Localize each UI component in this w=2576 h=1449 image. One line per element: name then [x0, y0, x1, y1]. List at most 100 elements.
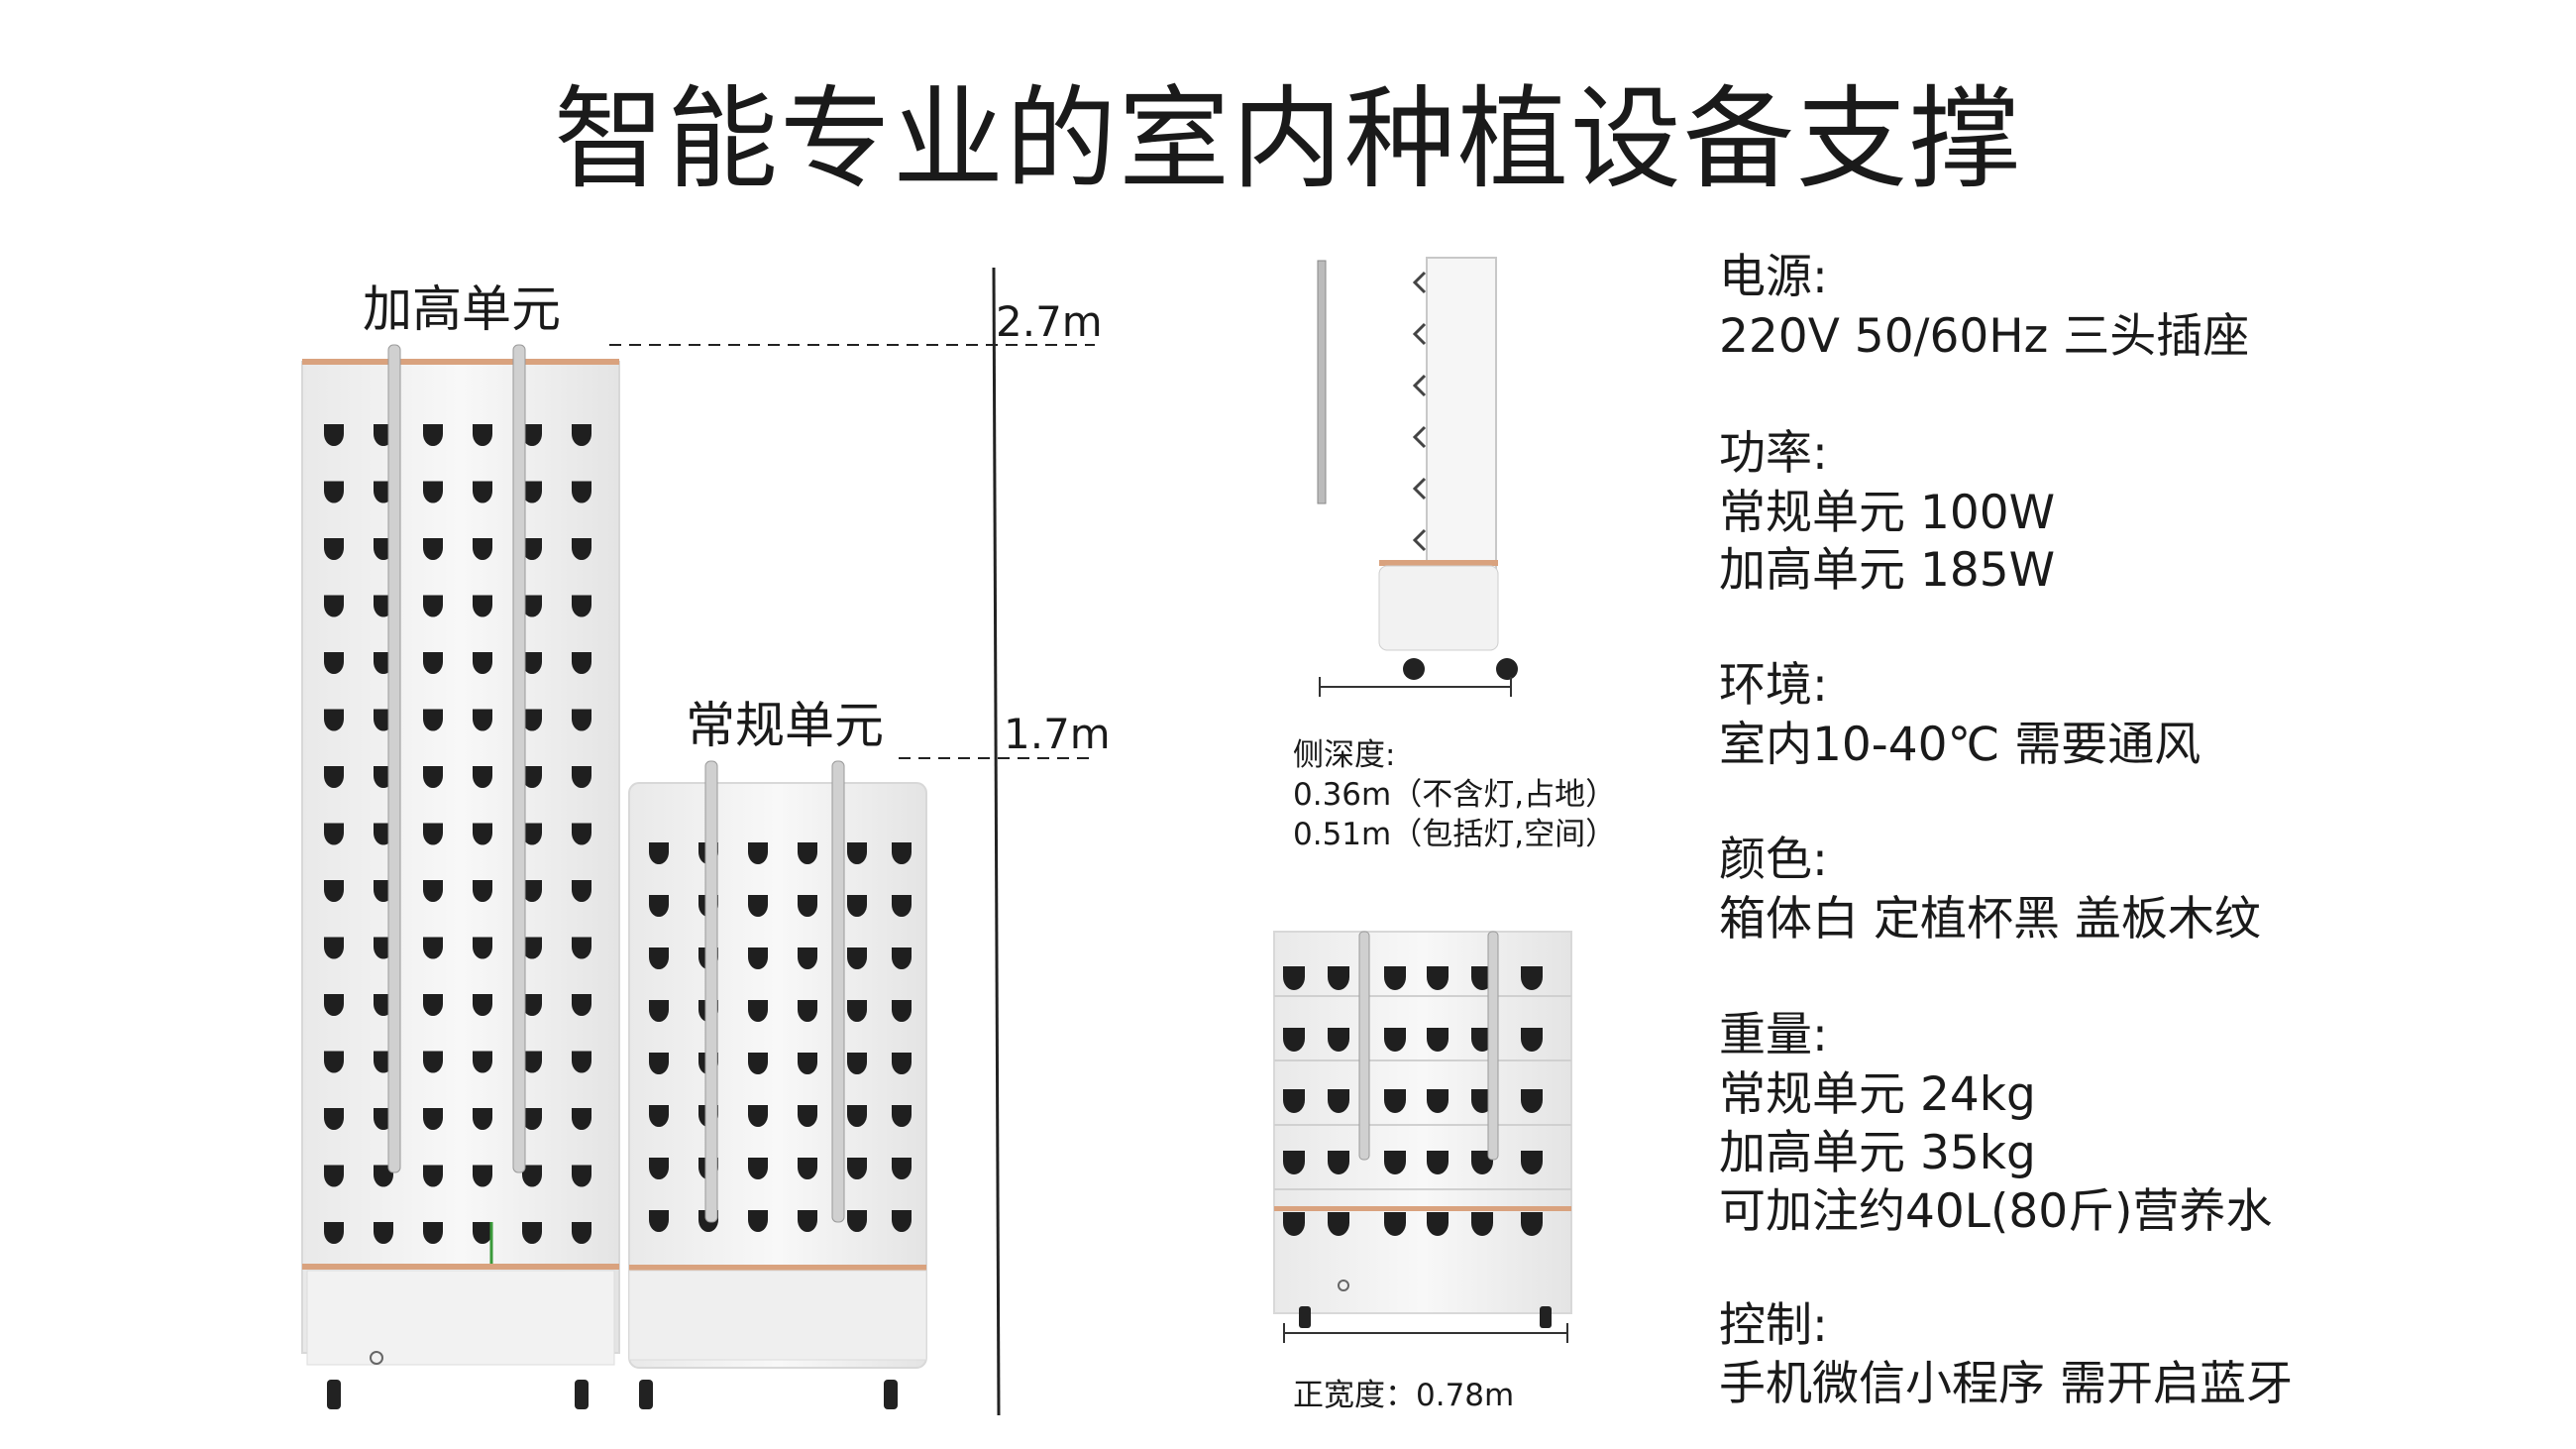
- grow-cup: [847, 842, 867, 864]
- grow-cup: [1328, 1028, 1349, 1052]
- grow-cup: [423, 1051, 443, 1073]
- grow-cup: [847, 895, 867, 917]
- grow-cup: [324, 424, 344, 446]
- grow-cup: [324, 880, 344, 903]
- grow-cup: [473, 994, 492, 1016]
- grow-cup: [1521, 1212, 1543, 1236]
- grow-cup: [572, 595, 591, 617]
- grow-cup: [649, 947, 669, 969]
- grow-cup: [324, 1051, 344, 1073]
- grow-cup: [649, 1105, 669, 1127]
- grow-cup: [572, 424, 591, 446]
- grow-cup: [748, 842, 768, 864]
- spec-environment-line: 室内10-40℃ 需要通风: [1719, 718, 2201, 772]
- grow-cup: [324, 1222, 344, 1244]
- grow-cup: [423, 1165, 443, 1187]
- grow-cup: [423, 595, 443, 617]
- spec-power-line: 220V 50/60Hz 三头插座: [1719, 309, 2250, 364]
- grow-cup: [473, 1051, 492, 1073]
- grow-cup: [522, 937, 542, 959]
- grow-cup: [1471, 1212, 1493, 1236]
- grow-cup: [798, 1105, 817, 1127]
- side-depth-line2: 0.51m（包括灯,空间）: [1293, 817, 1617, 852]
- grow-cup: [423, 652, 443, 674]
- grow-cup: [572, 1222, 591, 1244]
- grow-cup: [572, 1108, 591, 1130]
- grow-cup: [473, 709, 492, 731]
- grow-cup: [572, 538, 591, 560]
- spec-control-line: 手机微信小程序 需开启蓝牙: [1719, 1357, 2293, 1411]
- page-title: 智能专业的室内种植设备支撑: [554, 75, 2022, 204]
- grow-cup: [522, 1222, 542, 1244]
- spec-wattage-line: 加高单元 185W: [1719, 543, 2056, 598]
- grow-cup: [423, 1108, 443, 1130]
- grow-cup: [798, 1158, 817, 1179]
- grow-cup: [522, 652, 542, 674]
- grow-cup: [473, 880, 492, 903]
- grow-cup: [572, 766, 591, 788]
- regular-unit-label: 常规单元: [686, 697, 884, 754]
- grow-cup: [1328, 966, 1349, 990]
- grow-cup: [748, 895, 768, 917]
- grow-cup: [748, 1053, 768, 1074]
- front-view-image: [1273, 931, 1572, 1343]
- grow-cup: [1384, 1212, 1406, 1236]
- spec-power-heading: 电源:: [1719, 250, 1828, 304]
- grow-cup: [324, 595, 344, 617]
- grow-cup: [473, 1222, 492, 1244]
- grow-cup: [522, 823, 542, 845]
- grow-cup: [423, 1222, 443, 1244]
- grow-cup: [798, 1000, 817, 1022]
- grow-cup: [1328, 1212, 1349, 1236]
- grow-cup: [847, 1158, 867, 1179]
- grow-cup: [748, 1158, 768, 1179]
- grow-cup: [1427, 966, 1449, 990]
- grow-cup: [1427, 1151, 1449, 1174]
- grow-cup: [1283, 966, 1305, 990]
- grow-cup: [847, 1210, 867, 1232]
- grow-cup: [798, 1053, 817, 1074]
- grow-cup: [798, 1210, 817, 1232]
- grow-cup: [798, 947, 817, 969]
- grow-cup: [324, 652, 344, 674]
- grow-cup: [572, 937, 591, 959]
- grow-cup: [473, 766, 492, 788]
- grow-cup: [892, 947, 912, 969]
- grow-cup: [1283, 1151, 1305, 1174]
- grow-cup: [847, 1000, 867, 1022]
- grow-cup: [522, 424, 542, 446]
- grow-cup: [522, 1108, 542, 1130]
- grow-cup: [748, 947, 768, 969]
- grow-cup: [324, 538, 344, 560]
- spec-control-heading: 控制:: [1719, 1298, 1828, 1353]
- side-depth-line1: 0.36m（不含灯,占地）: [1293, 777, 1617, 813]
- grow-cup: [649, 842, 669, 864]
- grow-cup: [473, 652, 492, 674]
- grow-cup: [473, 424, 492, 446]
- grow-cup: [1521, 1089, 1543, 1113]
- grow-cup: [522, 766, 542, 788]
- grow-cup: [423, 880, 443, 903]
- grow-cup: [473, 538, 492, 560]
- grow-cup: [423, 937, 443, 959]
- height-axis-line: [992, 267, 1001, 1416]
- grow-cup: [423, 766, 443, 788]
- tall-unit-label: 加高单元: [363, 280, 561, 338]
- grow-cup: [324, 823, 344, 845]
- grow-cup: [1328, 1089, 1349, 1113]
- grow-cup: [572, 823, 591, 845]
- grow-cup: [1427, 1212, 1449, 1236]
- grow-cup: [748, 1105, 768, 1127]
- grow-cup: [1427, 1089, 1449, 1113]
- grow-cup: [473, 481, 492, 503]
- spec-weight-line: 可加注约40L(80斤)营养水: [1719, 1184, 2273, 1239]
- grow-cup: [324, 937, 344, 959]
- grow-cup: [1521, 966, 1543, 990]
- grow-cup: [847, 947, 867, 969]
- grow-cup: [1283, 1028, 1305, 1052]
- grow-cup: [1521, 1028, 1543, 1052]
- grow-cup: [572, 880, 591, 903]
- spec-weight-line: 加高单元 35kg: [1719, 1126, 2036, 1180]
- grow-cup: [522, 1165, 542, 1187]
